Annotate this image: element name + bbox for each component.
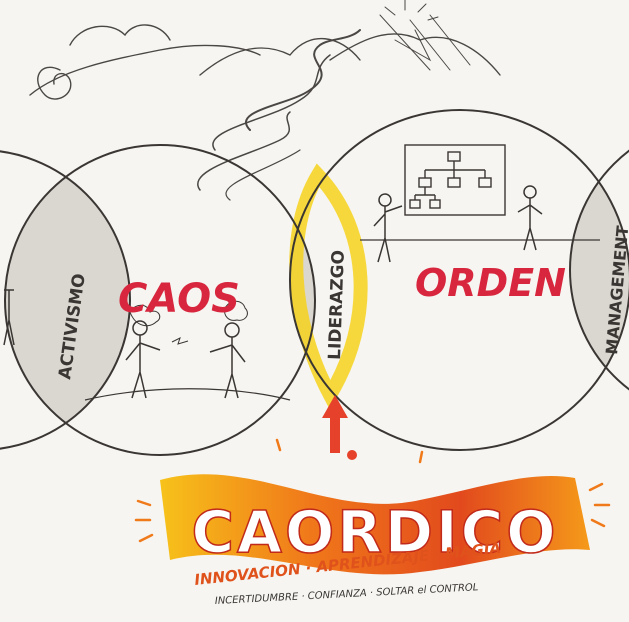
up-arrow-icon xyxy=(322,395,357,460)
org-chart-board xyxy=(404,144,506,216)
circle-caos xyxy=(4,144,316,456)
venn-circles xyxy=(0,109,629,456)
liderazgo-highlight xyxy=(289,163,368,410)
circle-orden xyxy=(289,109,629,451)
banner-sparkles xyxy=(134,438,611,543)
caordico-keywords-line2: INCERTIDUMBRE · CONFIANZA · SOLTAR el CO… xyxy=(215,582,479,607)
landscape-sketch xyxy=(29,0,501,201)
ground-line-left xyxy=(84,388,291,401)
figures-caos xyxy=(3,289,248,399)
liderazgo-label: LIDERAZGO xyxy=(325,250,349,361)
caos-label: CAOS xyxy=(118,276,240,322)
circle-left-partial xyxy=(0,150,131,450)
figures-orden xyxy=(373,185,543,263)
circle-right-partial xyxy=(569,149,629,391)
caordico-title: CAORDICO xyxy=(191,498,558,566)
caordico-banner xyxy=(160,474,590,575)
overlap-shading xyxy=(5,120,629,450)
orden-label: ORDEN xyxy=(415,261,566,305)
